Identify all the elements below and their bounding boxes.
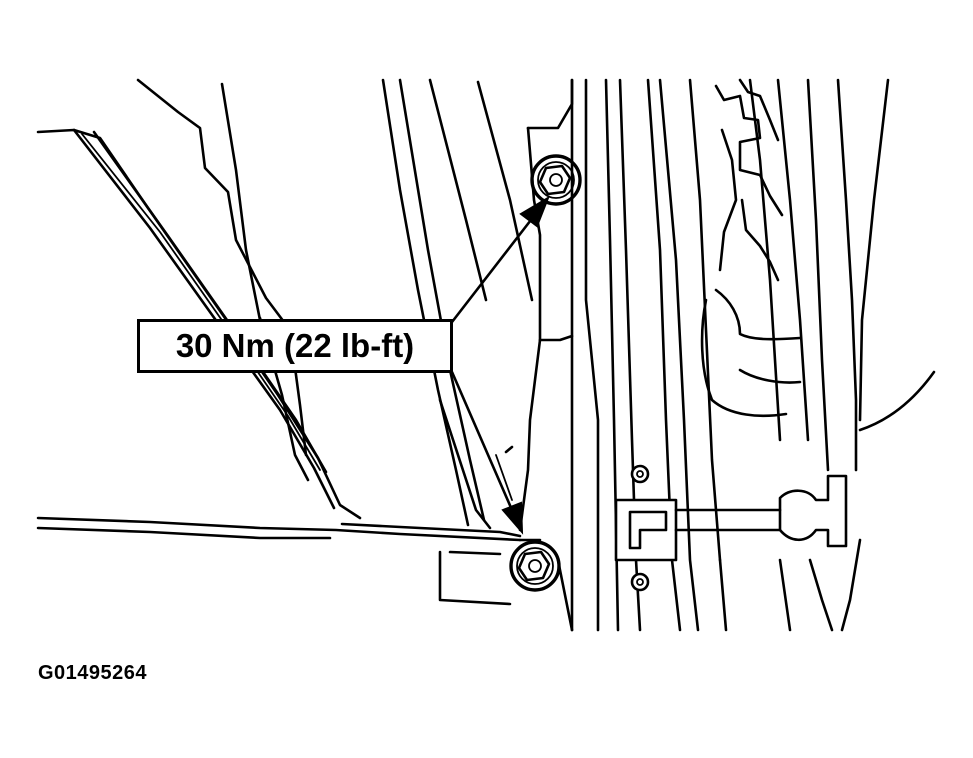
torque-callout-label: 30 Nm (22 lb-ft) <box>137 319 453 373</box>
upper-bolt <box>530 154 582 206</box>
door-inner-panel <box>700 78 936 632</box>
callout-leaders <box>450 195 550 535</box>
door-striker <box>614 464 848 592</box>
door-jamb <box>570 78 722 632</box>
center-pillar <box>381 78 574 532</box>
lower-bolt <box>509 540 561 592</box>
lower-sill <box>36 516 574 632</box>
left-body-panel <box>36 78 362 520</box>
figure-id-label: G01495264 <box>38 662 148 684</box>
